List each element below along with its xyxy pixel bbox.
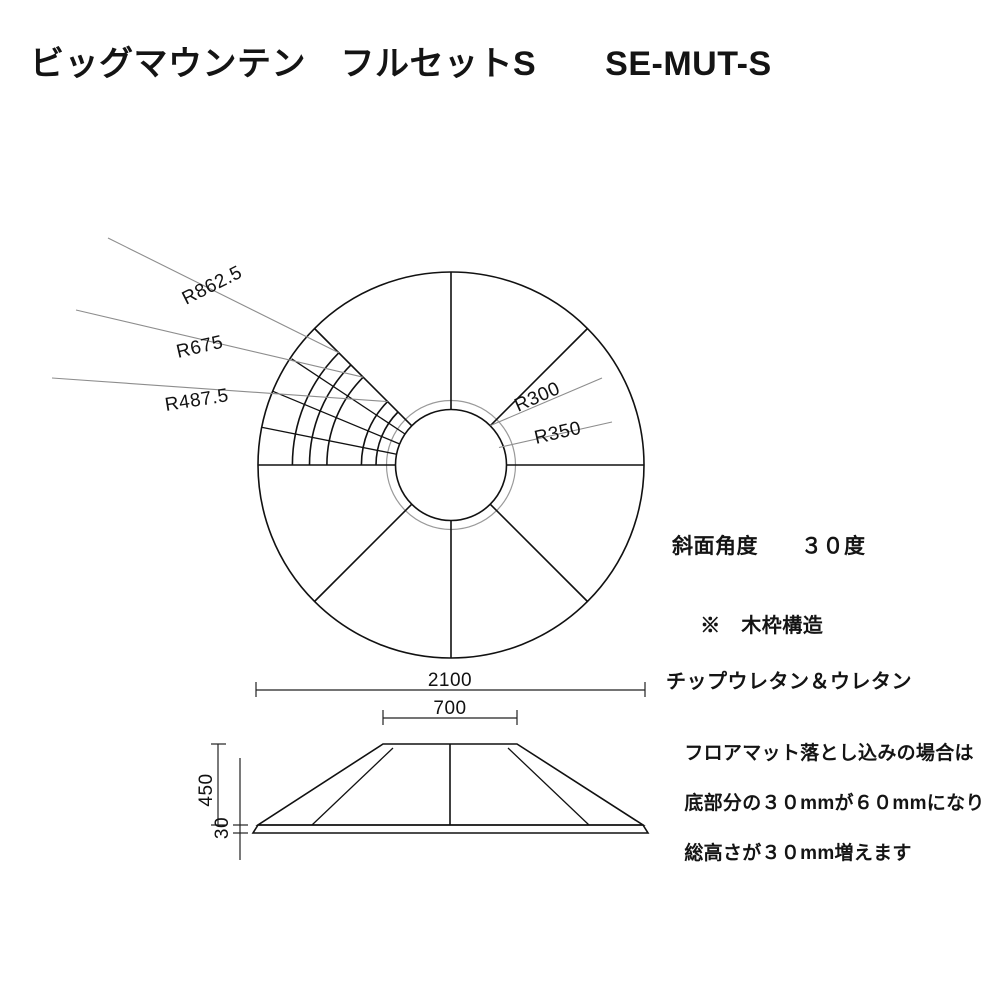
elevation-inner-slope-right <box>507 747 590 826</box>
radius-label-r300: R300 <box>511 378 563 416</box>
elevation-inner-slope-left <box>311 747 394 826</box>
radius-label-r350: R350 <box>532 418 583 449</box>
note-slope-angle: 斜面角度 ３０度 <box>672 535 866 558</box>
base-thickness-label: 30 <box>212 817 233 839</box>
radius-label-r862_5: R862.5 <box>179 262 246 309</box>
page-title: ビッグマウンテン フルセットS SE-MUT-S <box>30 45 772 83</box>
radius-label-r487_5: R487.5 <box>163 385 230 416</box>
elevation-base-slab <box>251 824 650 834</box>
note-floormat-line2: 底部分の３０mmが６０mmになり <box>684 793 985 814</box>
sector-dividers <box>258 272 644 658</box>
note-floormat-line1: フロアマット落とし込みの場合は <box>684 743 974 764</box>
note-construction-mark: ※ 木枠構造 <box>700 615 824 637</box>
note-floormat-line3: 総高さが３０mm増えます <box>684 843 912 864</box>
note-floormat: フロアマット落とし込みの場合は 底部分の３０mmが６０mmになり 総高さが３０m… <box>662 716 985 891</box>
radius-leader-lines <box>51 237 613 449</box>
note-construction-material: チップウレタン＆ウレタン <box>666 671 912 693</box>
side-elevation-group <box>251 743 650 834</box>
overall-width-label: 2100 <box>428 670 472 691</box>
overall-width-dimension: 2100 <box>255 670 646 697</box>
quadrant-radial-subdividers <box>261 358 406 455</box>
radius-label-r675: R675 <box>174 332 225 363</box>
note-construction: ※ 木枠構造 チップウレタン＆ウレタン <box>666 586 912 740</box>
overall-height-label: 450 <box>196 773 217 806</box>
top-width-label: 700 <box>433 698 466 719</box>
inner-circle-r300 <box>394 408 508 522</box>
base-thickness-dimension: 30 <box>212 758 248 860</box>
plan-view-group: R862.5 R675 R487.5 R300 R350 <box>51 237 645 659</box>
top-width-dimension: 700 <box>382 698 518 725</box>
overall-height-dimension: 450 <box>196 743 226 826</box>
